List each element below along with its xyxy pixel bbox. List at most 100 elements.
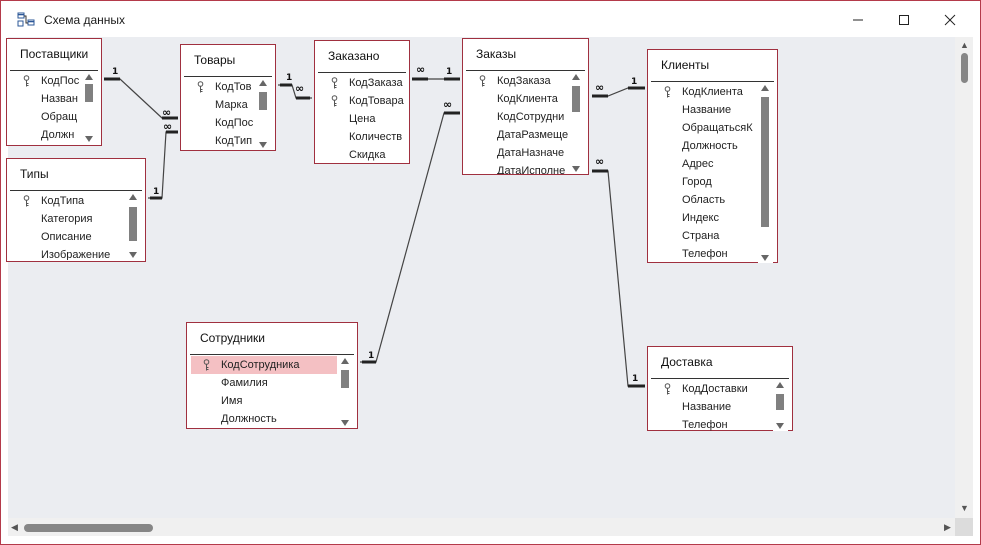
field-name: Название xyxy=(682,104,732,116)
field-row[interactable]: Изображение xyxy=(11,246,125,260)
field-row[interactable]: КодЗаказа xyxy=(467,72,568,90)
field-row[interactable]: Цена xyxy=(319,110,405,128)
relation-many-label: ∞ xyxy=(443,98,453,111)
field-name: Цена xyxy=(349,113,376,125)
field-row[interactable]: Телефон xyxy=(652,416,772,431)
field-list-scrollbar[interactable] xyxy=(256,78,271,150)
field-name: Изображение xyxy=(41,249,111,260)
field-row[interactable]: ДатаНазначе xyxy=(467,144,568,162)
field-row[interactable]: Телефон xyxy=(652,245,757,263)
field-row[interactable]: КодСотрудника xyxy=(191,356,337,374)
relation-one-label: 1 xyxy=(112,67,119,77)
field-name: ДатаНазначе xyxy=(497,147,565,159)
field-row[interactable]: Обращ xyxy=(11,108,81,126)
field-row[interactable]: Должность xyxy=(191,410,337,428)
field-list-scrollbar[interactable] xyxy=(82,72,97,144)
field-row[interactable]: Фамилия xyxy=(191,374,337,392)
field-row[interactable]: Должность xyxy=(652,137,757,155)
close-button[interactable] xyxy=(927,1,973,37)
field-row[interactable]: КодТипа xyxy=(11,192,125,210)
field-row[interactable]: КодПос xyxy=(11,72,81,90)
field-row[interactable]: КодДоставки xyxy=(652,380,772,398)
field-row[interactable]: ДатаРазмеще xyxy=(467,126,568,144)
maximize-button[interactable] xyxy=(881,1,927,37)
relation-one-label: 1 xyxy=(446,67,453,77)
field-row[interactable]: КодТип xyxy=(185,132,255,150)
field-row[interactable]: Марка xyxy=(185,96,255,114)
field-name: Название xyxy=(682,401,732,413)
field-row[interactable]: Страна xyxy=(652,227,757,245)
primary-key-icon xyxy=(197,81,204,93)
relation-one-label: 1 xyxy=(631,77,638,87)
field-row[interactable]: ДатаИсполне xyxy=(467,162,568,174)
field-row[interactable]: Скидка xyxy=(319,146,405,164)
field-row[interactable]: КодТов xyxy=(185,78,255,96)
relation-many-label: ∞ xyxy=(295,82,305,95)
field-name: КодТовара xyxy=(349,95,404,107)
primary-key-icon xyxy=(331,95,338,107)
field-row[interactable]: Индекс xyxy=(652,209,757,227)
table-title: Сотрудники xyxy=(200,331,265,345)
scroll-up-icon[interactable]: ▲ xyxy=(960,40,969,50)
field-name: Страна xyxy=(682,230,720,242)
canvas-horizontal-scrollbar[interactable]: ◀ ▶ xyxy=(8,518,955,536)
field-row[interactable]: Назван xyxy=(11,90,81,108)
table-title: Поставщики xyxy=(20,47,89,61)
field-list-scrollbar[interactable] xyxy=(569,72,584,174)
canvas-vertical-scrollbar[interactable]: ▲ ▼ xyxy=(955,37,973,518)
field-name: КодПос xyxy=(215,117,254,129)
field-row[interactable]: КодЗаказа xyxy=(319,74,405,92)
field-list-scrollbar[interactable] xyxy=(773,380,788,431)
scroll-down-icon[interactable]: ▼ xyxy=(960,503,969,513)
relation-many-label: ∞ xyxy=(595,81,605,94)
field-name: Телефон xyxy=(682,419,728,431)
field-list-scrollbar[interactable] xyxy=(758,83,773,263)
field-name: Назван xyxy=(41,93,78,105)
field-name: Область xyxy=(682,194,726,206)
field-row[interactable]: Адрес xyxy=(652,155,757,173)
field-row[interactable]: Название xyxy=(652,101,757,119)
field-list-scrollbar[interactable] xyxy=(338,356,353,428)
scroll-right-icon[interactable]: ▶ xyxy=(944,522,951,532)
field-row[interactable]: КодПос xyxy=(185,114,255,132)
field-row[interactable]: КодКлиента xyxy=(467,90,568,108)
field-name: ДатаИсполне xyxy=(497,165,566,174)
field-row[interactable]: Категория xyxy=(11,210,125,228)
scroll-thumb[interactable] xyxy=(24,524,153,532)
field-row[interactable]: Количеств xyxy=(319,128,405,146)
field-row[interactable]: КодСотрудни xyxy=(467,108,568,126)
scroll-thumb[interactable] xyxy=(961,53,968,83)
field-row[interactable]: Описание xyxy=(11,228,125,246)
field-list-scrollbar[interactable] xyxy=(126,192,141,260)
field-row[interactable]: Город xyxy=(652,173,757,191)
field-name: КодЗаказа xyxy=(349,77,403,89)
field-row[interactable]: КодКлиента xyxy=(652,83,757,101)
field-row[interactable]: КодТовара xyxy=(319,92,405,110)
minimize-button[interactable] xyxy=(835,1,881,37)
field-row[interactable]: Название xyxy=(652,398,772,416)
field-name: КодДоставки xyxy=(682,383,748,395)
scroll-left-icon[interactable]: ◀ xyxy=(11,522,18,532)
field-row[interactable]: ОбращатьсяК xyxy=(652,119,757,137)
primary-key-icon xyxy=(23,75,30,87)
field-row[interactable]: Имя xyxy=(191,392,337,410)
field-row[interactable]: Должн xyxy=(11,126,81,144)
field-row[interactable]: Область xyxy=(652,191,757,209)
field-name: КодСотрудника xyxy=(221,359,300,371)
